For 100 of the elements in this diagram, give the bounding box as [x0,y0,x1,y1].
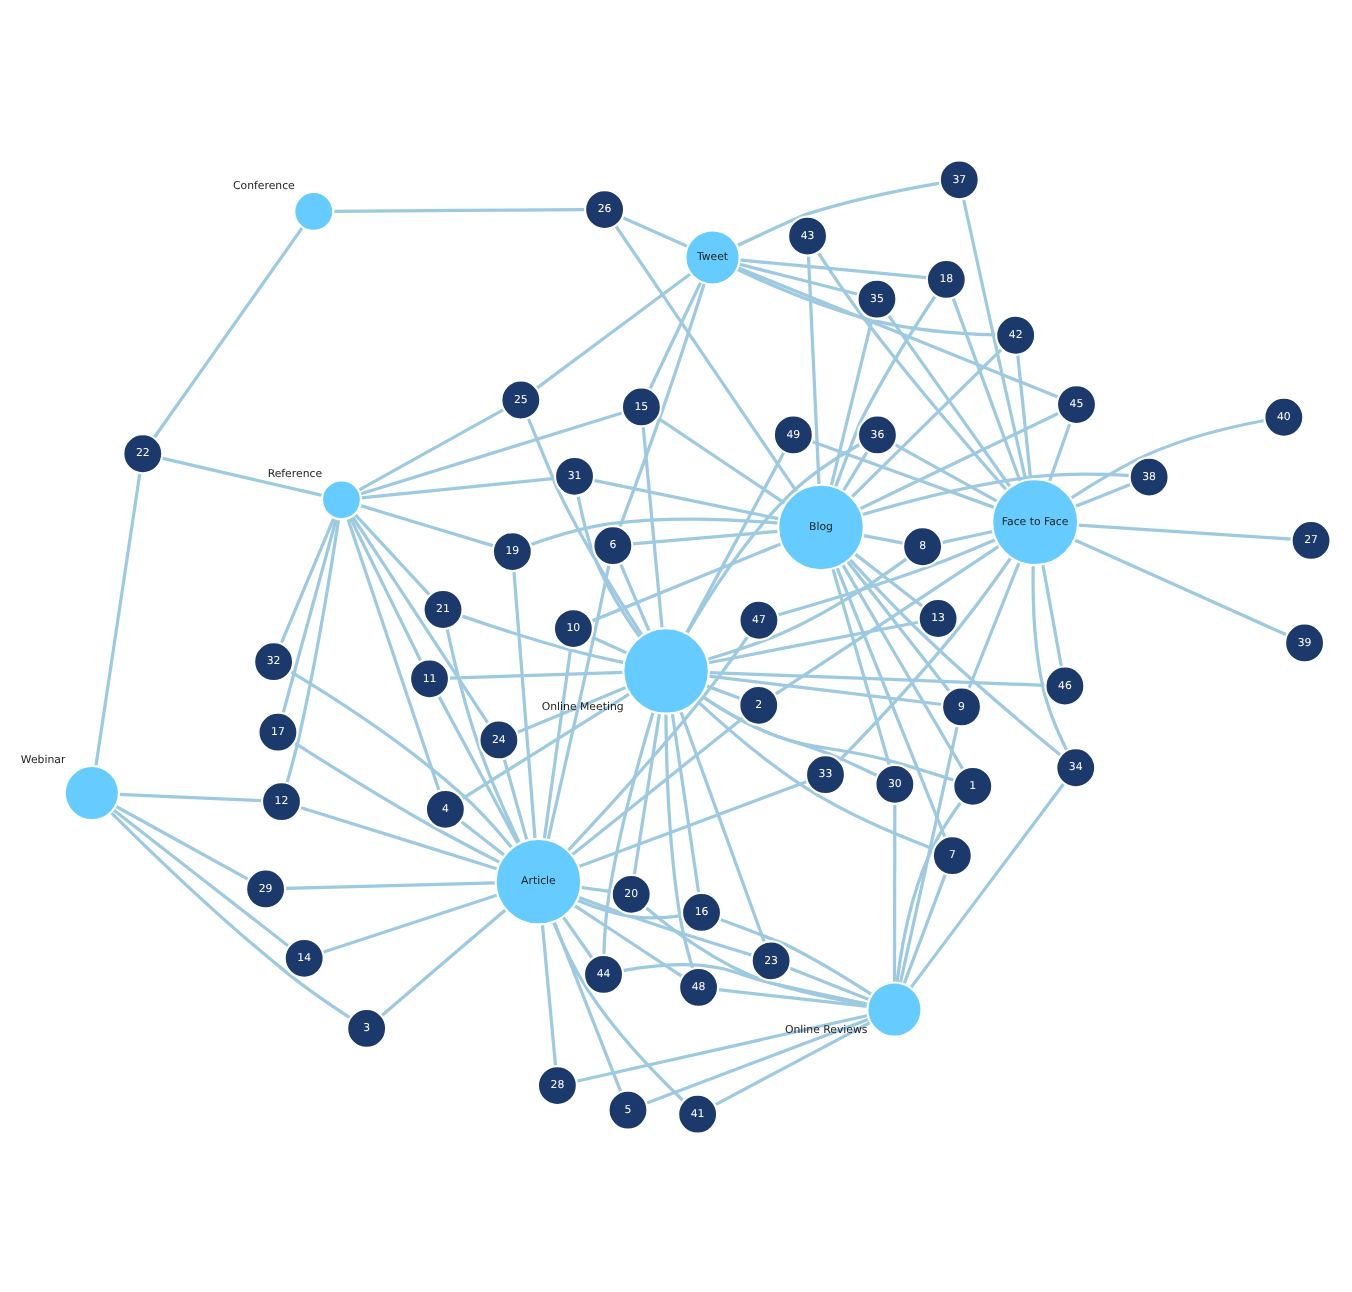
connector [279,516,336,644]
connector [709,669,1046,686]
connector [774,543,1000,695]
connector [289,669,514,848]
connector [576,1012,869,1082]
connector [892,802,897,982]
connector [967,560,1021,689]
connector [1041,563,1063,666]
connector [645,1016,870,1104]
connector [449,669,624,679]
connector [951,296,1022,482]
connector [285,517,341,783]
connector [566,634,750,851]
connector [622,962,868,1005]
connector [902,872,947,984]
connector [632,528,779,545]
connector [708,673,943,706]
connector [858,410,1060,510]
connector [360,475,556,499]
connector [460,819,506,856]
connector [714,1019,872,1106]
connector [359,410,624,495]
connector [593,477,780,520]
connector [644,905,868,1006]
connector [707,556,908,660]
connector [358,407,505,491]
connector [152,225,304,438]
connector [679,709,766,942]
connector [118,791,262,802]
connector [577,894,753,956]
connector [571,715,745,855]
connector [777,537,997,616]
connector [353,512,431,596]
connector [685,441,861,634]
connector [578,779,808,868]
connector [842,450,869,491]
connector [739,257,927,279]
connector [700,693,955,781]
connector [333,207,586,212]
connector [831,567,891,765]
connector [590,541,782,622]
node-circle [622,626,710,714]
connector [736,266,997,336]
connector [540,923,558,1066]
connector [573,903,683,977]
connector [112,807,290,947]
connector [695,698,935,850]
connector [1069,417,1265,499]
connector [551,920,685,1101]
connector [648,280,703,389]
connector [850,346,1003,498]
connector [437,694,520,844]
connector [285,880,496,890]
connector [1078,522,1292,540]
connector [535,271,692,389]
connector [602,710,655,954]
connector [542,646,573,839]
connector [961,197,1028,480]
connector [461,691,631,800]
connector [738,261,859,295]
connector [161,455,323,496]
connector [705,683,741,700]
connector [299,804,499,870]
connector [618,281,706,527]
connector [94,472,142,766]
connector [737,265,1059,398]
connector [641,425,664,628]
connector [445,627,521,843]
connector [895,800,963,982]
connector [887,313,1012,487]
connector [502,757,529,840]
connector [700,693,878,777]
connector [835,565,947,838]
node-circle [293,189,335,231]
connector [516,684,627,733]
connector [788,965,870,1000]
connector [816,250,1008,491]
connector [576,494,641,637]
connector [322,892,498,953]
connector [110,810,351,1019]
connector [909,781,1066,988]
connector [656,415,787,504]
connector [941,528,994,544]
connector [380,907,507,1016]
node-circle [63,763,120,821]
connector [546,563,611,839]
connector [717,986,868,1008]
connector [360,503,494,547]
connector [664,712,695,968]
connector [893,442,999,502]
connector [736,180,941,247]
connector [552,920,623,1092]
connector [512,570,537,839]
connector [854,551,924,607]
connector [719,916,873,995]
connector [622,215,689,247]
connector [590,634,628,654]
connector [619,562,651,631]
connector [811,439,996,509]
connector [1031,564,1069,750]
